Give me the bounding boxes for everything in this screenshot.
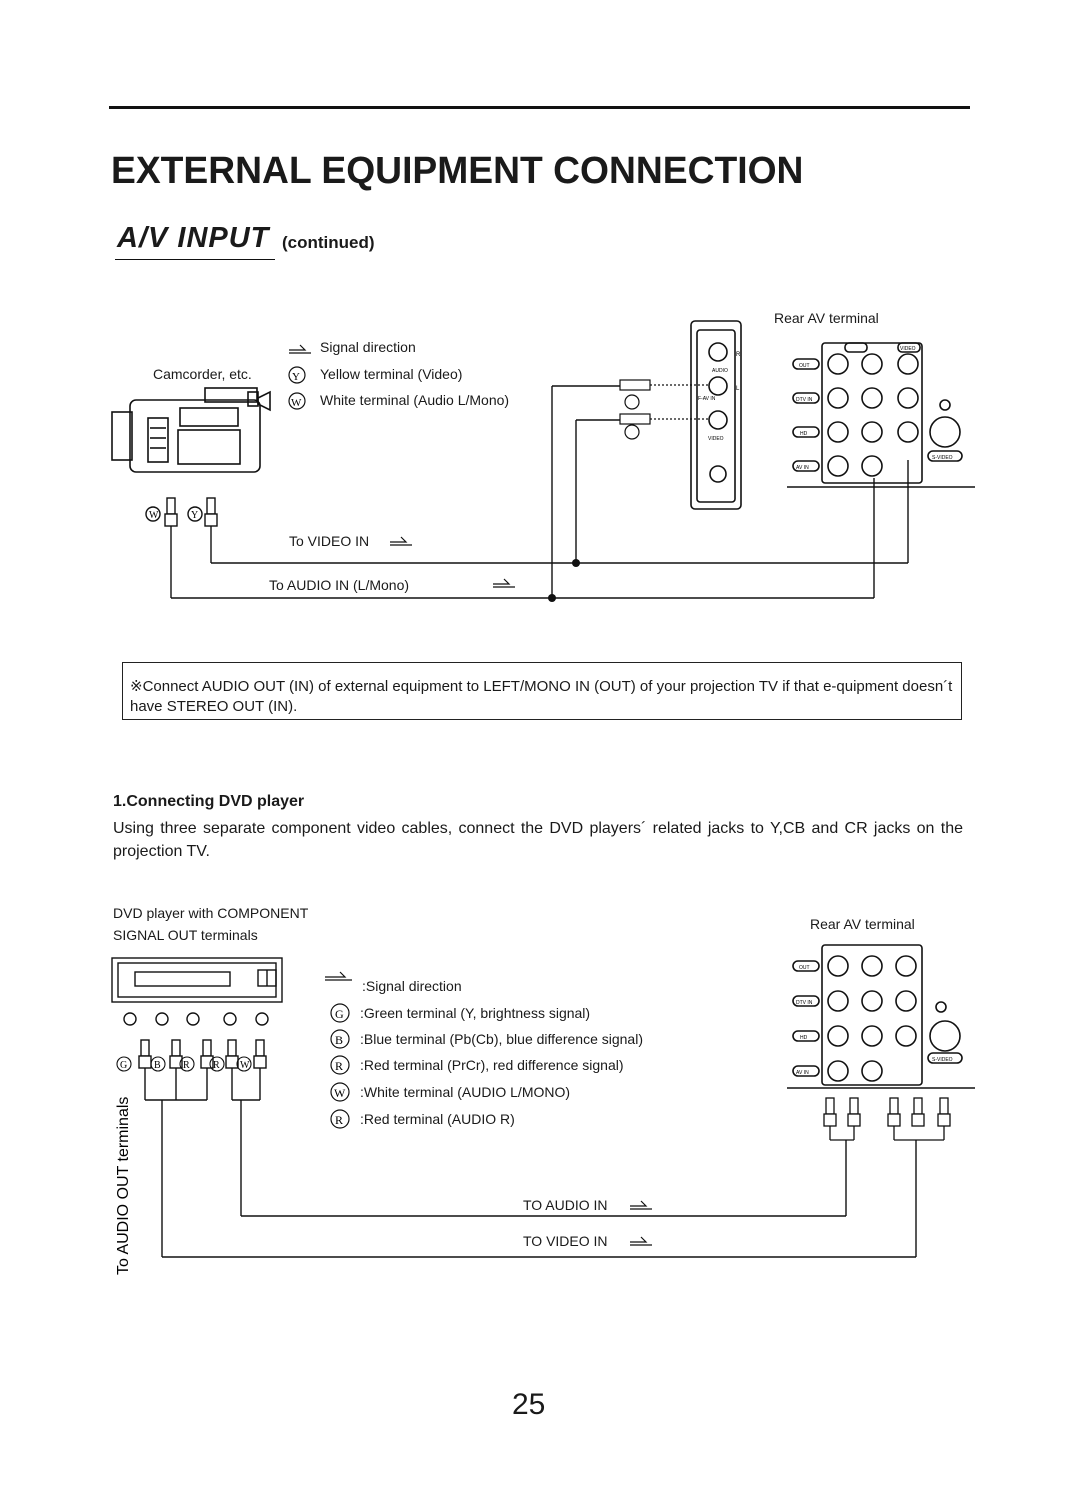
front-video-label: VIDEO <box>708 436 724 442</box>
legend2-green: :Green terminal (Y, brightness signal) <box>360 1005 591 1021</box>
rear2-plugs <box>823 1097 951 1141</box>
green-terminal-icon <box>330 1003 350 1023</box>
legend-yellow: Yellow terminal (Video) <box>320 366 463 382</box>
video-in-arrow-icon <box>390 536 412 546</box>
front-audio-label: AUDIO <box>712 368 728 374</box>
plug-label-w: W <box>149 510 159 521</box>
rear1-out-label: OUT <box>799 363 810 369</box>
dvd-plug-w: W <box>240 1060 250 1071</box>
legend-symbol-y: Y <box>292 371 300 383</box>
legend2-symbol-w: W <box>334 1086 346 1100</box>
rear1-svideo-label: S-VIDEO <box>932 455 953 461</box>
dvd-plug-r2: R <box>213 1060 220 1071</box>
rear1-dtv-label: DTV IN <box>796 397 813 403</box>
legend2-red: :Red terminal (PrCr), red difference sig… <box>360 1057 624 1073</box>
note-text: ※Connect AUDIO OUT (IN) of external equi… <box>130 678 953 715</box>
dvd-cable-lines <box>144 1068 917 1258</box>
front-r-label: R <box>736 352 741 358</box>
dvd-source-label-2: SIGNAL OUT terminals <box>113 927 258 943</box>
legend2-symbol-g: G <box>335 1007 344 1021</box>
rear-av-panel-2 <box>787 944 975 1089</box>
cable-lines <box>171 385 909 599</box>
audio-in-arrow-icon-2 <box>630 1200 652 1210</box>
camcorder-plugs <box>145 497 218 598</box>
rear1-hd-label: HD <box>800 431 808 437</box>
dvd-plug-b: B <box>154 1060 161 1071</box>
front-panel-plugs <box>619 379 708 440</box>
dvd-plug-r: R <box>183 1060 190 1071</box>
subtitle-underline <box>115 259 275 260</box>
junction-dot-audio <box>548 594 556 602</box>
legend2-symbol-r2: R <box>335 1113 343 1127</box>
to-video-in-label-2: TO VIDEO IN <box>523 1233 608 1249</box>
legend2-symbol-r: R <box>335 1059 343 1073</box>
rear2-av-label: AV IN <box>796 1070 809 1076</box>
rear-av-label: Rear AV terminal <box>774 310 879 326</box>
rear1-video-label: VIDEO <box>900 346 916 352</box>
section-subtitle: A/V INPUT <box>117 222 270 254</box>
dvd-source-label-1: DVD player with COMPONENT <box>113 905 309 921</box>
page-number: 25 <box>512 1388 546 1421</box>
blue-terminal-icon <box>330 1029 350 1049</box>
legend2-red-audio: :Red terminal (AUDIO R) <box>360 1111 515 1127</box>
dvd-plug-g: G <box>120 1060 127 1071</box>
signal-direction-icon <box>289 344 311 354</box>
yellow-terminal-icon <box>288 366 306 384</box>
legend2-white: :White terminal (AUDIO L/MONO) <box>360 1084 571 1100</box>
junction-dot-video <box>572 559 580 567</box>
legend-white: White terminal (Audio L/Mono) <box>320 392 510 408</box>
legend-signal-direction: Signal direction <box>320 339 416 355</box>
to-audio-in-label-2: TO AUDIO IN <box>523 1197 608 1213</box>
rear2-out-label: OUT <box>799 965 810 971</box>
legend2-blue: :Blue terminal (Pb(Cb), blue difference … <box>360 1031 643 1047</box>
section-body: Using three separate component video cab… <box>113 820 963 860</box>
audio-in-arrow-icon <box>493 578 515 588</box>
dvd-output-plugs <box>123 1012 269 1069</box>
white-terminal-icon <box>288 392 306 410</box>
legend-symbol-w: W <box>291 397 302 409</box>
to-audio-in-label: To AUDIO IN (L/Mono) <box>269 577 410 593</box>
camcorder-label: Camcorder, etc. <box>153 366 252 382</box>
legend2-symbol-b: B <box>335 1033 343 1047</box>
white-audio-terminal-icon <box>330 1082 350 1102</box>
page-title: EXTERNAL EQUIPMENT CONNECTION <box>111 150 804 192</box>
plug-label-y: Y <box>191 510 198 521</box>
rear1-av-label: AV IN <box>796 465 809 471</box>
dvd-player-illustration <box>111 957 283 1003</box>
rear2-svideo-label: S-VIDEO <box>932 1057 953 1063</box>
video-in-arrow-icon-2 <box>630 1236 652 1246</box>
red-audio-terminal-icon <box>330 1109 350 1129</box>
front-av-label: F-AV IN <box>698 396 716 402</box>
rear-av-panel-1 <box>787 342 975 488</box>
to-video-in-label: To VIDEO IN <box>289 533 370 549</box>
camcorder-illustration <box>111 387 271 473</box>
rear2-hd-label: HD <box>800 1035 808 1041</box>
section-heading: 1.Connecting DVD player <box>113 793 305 810</box>
rear-av-label-2: Rear AV terminal <box>810 916 915 932</box>
red-terminal-icon <box>330 1055 350 1075</box>
front-av-panel <box>690 320 742 510</box>
note-box <box>122 662 962 720</box>
front-l-label: L <box>736 386 740 392</box>
to-audio-out-vertical-label: To AUDIO OUT terminals <box>115 1097 132 1275</box>
header-rule <box>109 106 970 109</box>
legend2-signal-direction: :Signal direction <box>362 978 462 994</box>
signal-direction-icon-2 <box>325 971 352 981</box>
rear2-dtv-label: DTV IN <box>796 1000 813 1006</box>
subtitle-continued: (continued) <box>282 233 375 252</box>
